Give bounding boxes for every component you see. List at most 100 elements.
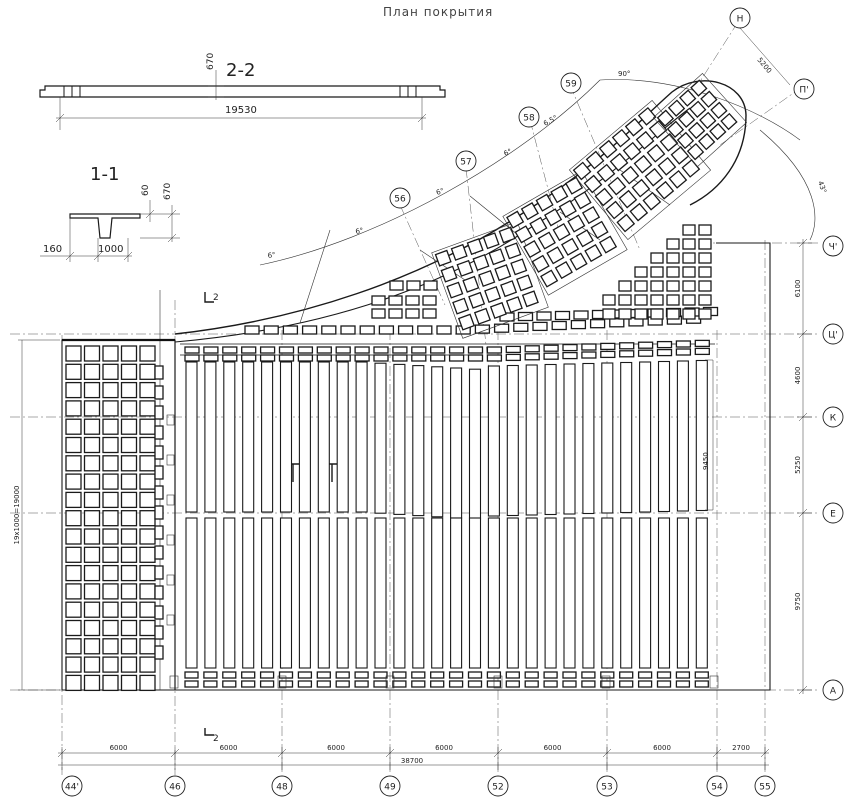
radial-axis-bubble: 57 [460,158,471,168]
cluster-cell [422,308,437,319]
waffle-block-58 [502,170,628,296]
right-axis-bubble-circle [822,406,844,428]
strip-upper [317,361,330,513]
bottom-axis-bubble-circle [271,775,293,797]
top-cell [184,354,200,362]
top-cell [335,346,351,354]
top-cell [600,342,616,351]
left-panel-cell [102,345,119,362]
top-cell [675,340,692,348]
top-cell [430,354,446,362]
top-cell [694,347,710,356]
section-1-1-web: 1000 [98,244,123,255]
block-cell [504,242,522,260]
block-cell [598,235,618,254]
left-panel-cell [65,345,82,362]
left-panel-cell [83,546,101,563]
bottom-cell [505,671,520,679]
block-cell [700,90,718,108]
left-panel-cell [139,564,156,582]
block-cell [489,301,507,319]
block-cell [594,187,614,207]
edge-row-cell [263,325,279,335]
edge-row-cell [536,311,552,321]
strip-upper [431,366,444,518]
bottom-cell [505,680,520,688]
block-cell [572,161,592,181]
bottom-cell [430,671,445,679]
cluster-cell [698,238,712,250]
left-panel-cell [120,491,138,509]
block-cell [520,202,539,221]
block-cell [466,238,484,256]
left-panel-cell [83,656,101,673]
block-cell [646,143,666,163]
bottom-dim-tick [760,747,770,770]
cluster-cell [618,294,632,306]
right-axis-bubble: Ц' [828,331,837,341]
strip-lower [506,517,519,669]
bottom-cell [448,680,464,688]
strip-upper [412,365,425,517]
block-cell [482,232,500,250]
right-axis-bubble-circle [822,235,844,257]
left-panel-cell [120,400,138,417]
top-cell [637,341,654,349]
right-axis-bubble-circle [822,679,844,701]
block-cell [457,313,475,331]
edge-cell [154,505,164,520]
top-cell [354,346,370,354]
block-cell [655,180,675,200]
bottom-axis-bubble-circle [61,775,83,797]
block-cell [710,101,728,120]
inner-dim-line [705,359,714,511]
radial-axis-bubble-circle [729,7,751,29]
radial-axis-bubble: 59 [565,80,577,90]
cluster-cell [666,266,680,278]
top-cell [184,346,200,354]
strip-lower [204,517,217,669]
left-panel-cell [83,491,101,509]
block-cell [529,216,548,235]
block-cell [681,159,701,178]
left-panel-cell [120,436,138,454]
cut-mark-bottom: 2 [213,734,219,744]
bottom-cell [619,671,634,679]
left-panel-cell [83,455,101,472]
strip-upper [544,363,557,516]
bottom-axis-bubble: 46 [169,783,181,793]
strip-upper [298,361,311,513]
block-cell [544,208,563,227]
left-panel-cell [120,564,138,582]
left-panel-cell [120,510,138,527]
bottom-cell [581,680,596,688]
left-panel-cell [65,619,82,637]
strip-upper [525,364,538,516]
block-cell [558,199,577,218]
edge-cell [154,525,164,540]
left-panel-cell [139,546,156,563]
top-cell [656,340,673,349]
section-2-2-label: 2-2 [226,60,255,81]
left-panel-cell [139,656,156,673]
bottom-cell [203,680,218,688]
strip-upper [695,359,708,512]
left-panel-cell [65,436,82,454]
block-cell [552,223,571,242]
block-cell [618,189,638,209]
top-cell [392,346,408,354]
section-1-1: 1-1 160 1000 60 670 [40,164,180,262]
bottom-axis-bubble-circle [754,775,776,797]
bottom-cell [354,671,369,679]
block-cell [434,249,452,267]
block-cell [450,243,468,261]
section-1-1-top: 60 [141,184,151,196]
left-panel-cell [120,601,138,618]
edge-row-cell [513,322,529,332]
bottom-cell [600,680,615,688]
left-panel-cell [139,583,156,600]
left-panel-cell [102,473,119,490]
top-cell [524,345,540,353]
